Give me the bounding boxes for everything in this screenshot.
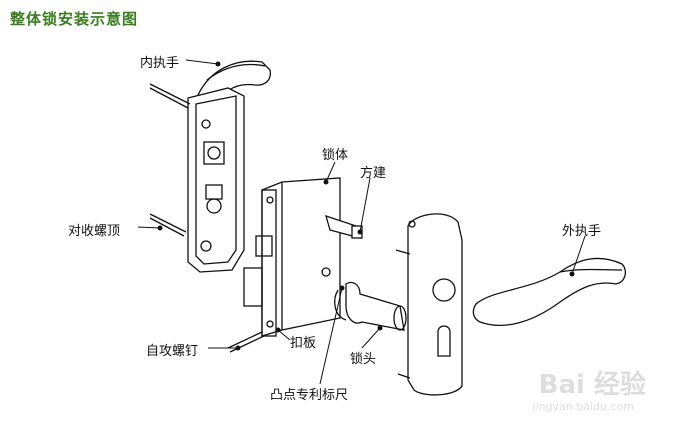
label-inner-handle: 内执手 xyxy=(140,56,180,71)
diagram-title: 整体锁安装示意图 xyxy=(10,10,139,28)
label-self-tapping-screw: 自攻螺钉 xyxy=(146,344,199,359)
outer-handle xyxy=(472,257,627,327)
label-square-spindle: 方建 xyxy=(360,166,387,181)
square-spindle xyxy=(325,214,363,239)
leader-lines xyxy=(137,59,586,385)
label-lock-body: 锁体 xyxy=(322,148,349,163)
watermark-url: jingyan.baidu.com xyxy=(532,400,634,413)
self-tapping-screw xyxy=(227,331,265,353)
label-cam-ruler: 凸点专利标尺 xyxy=(270,388,349,403)
label-outer-handle: 外执手 xyxy=(562,224,602,239)
label-through-bolt: 对收螺顶 xyxy=(68,224,121,239)
outer-escutcheon-plate xyxy=(395,213,463,396)
inner-escutcheon-plate xyxy=(149,83,245,273)
label-cylinder: 锁头 xyxy=(350,352,377,367)
watermark-brand: Bai 经验 xyxy=(538,370,646,400)
lock-body xyxy=(243,177,341,337)
leader-dots xyxy=(157,61,575,351)
label-strike-plate: 扣板 xyxy=(290,336,317,351)
cylinder xyxy=(334,281,407,331)
